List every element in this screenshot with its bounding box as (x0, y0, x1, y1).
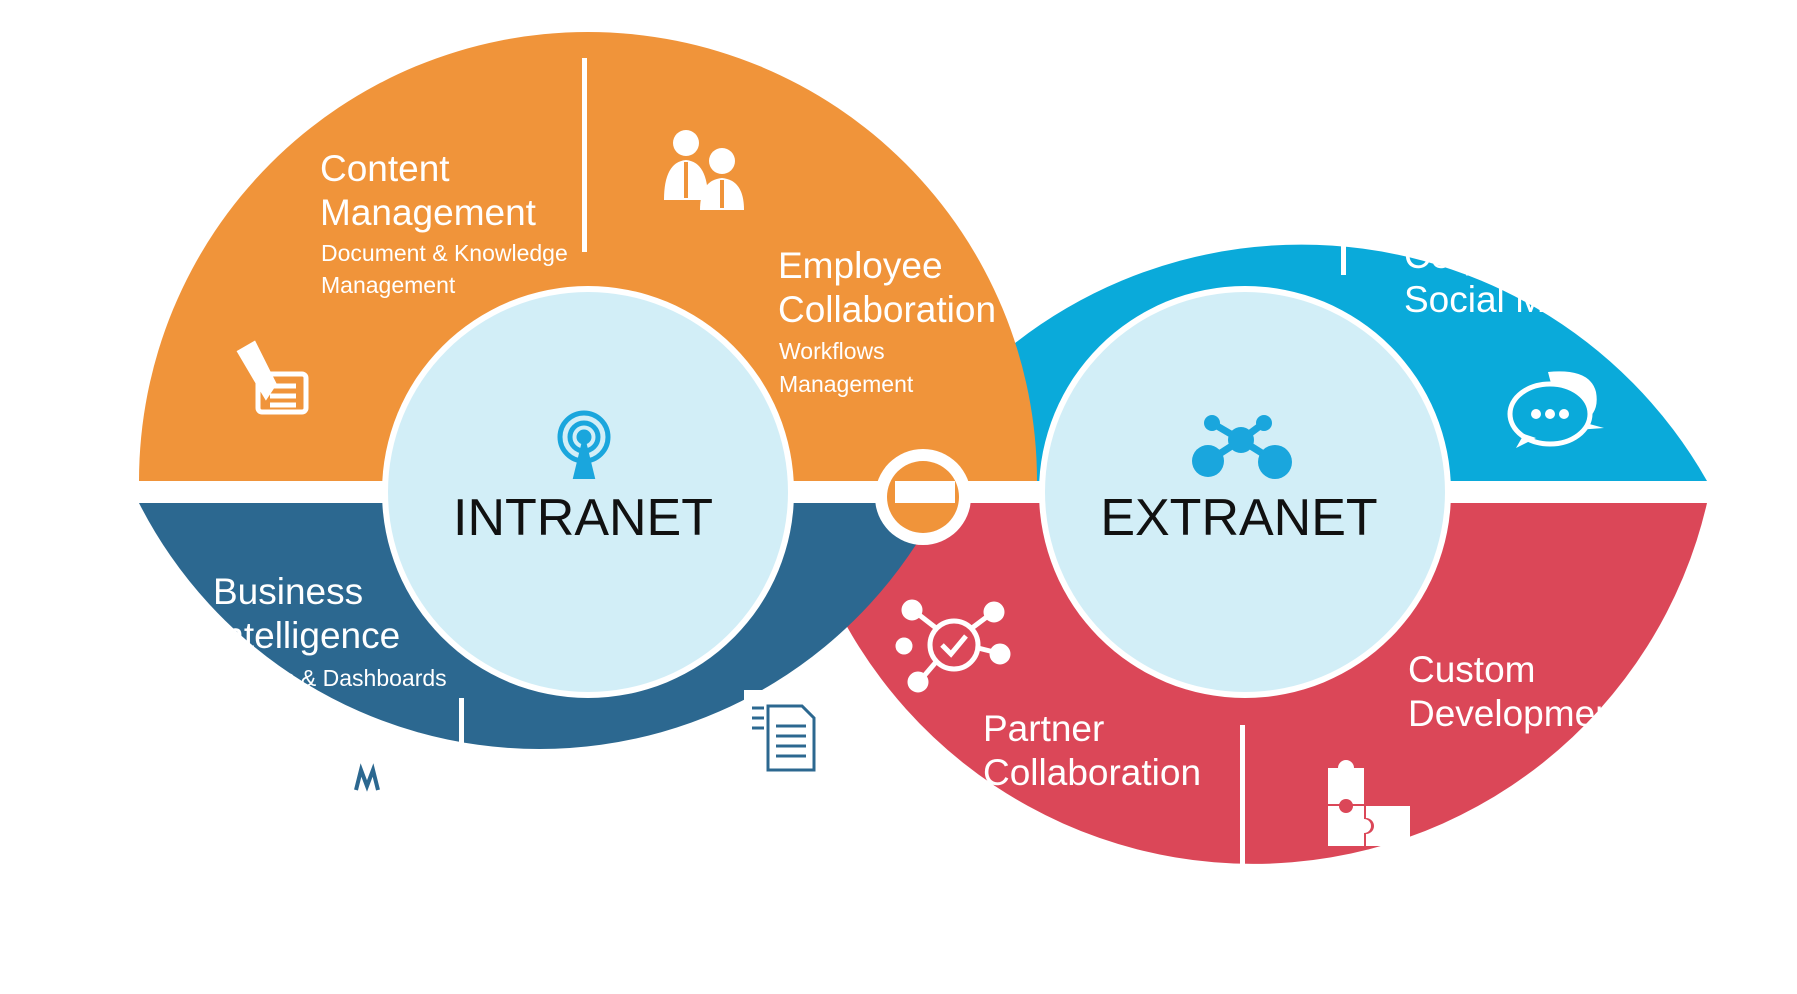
custom-development-title-2: Development (1408, 693, 1627, 734)
hub-check-icon (895, 599, 1011, 693)
puzzle-icon (1328, 760, 1410, 846)
custom-development-title-1: Custom (1408, 649, 1535, 690)
content-management-title-1: Content (320, 148, 450, 189)
documents-icon (744, 690, 816, 772)
segment-partner-collaboration: Partner Collaboration (895, 599, 1201, 793)
websites-portals-title-2: Portals (1122, 162, 1237, 203)
extranet-divider-bottom (1240, 725, 1245, 925)
partner-collaboration-title-1: Partner (983, 708, 1104, 749)
business-intelligence-sub-1: Reports & Dashboards (214, 665, 447, 691)
people-icon (664, 130, 744, 210)
segment-employee-collaboration: Employee Collaboration Workflows Managem… (664, 130, 996, 397)
content-management-sub-2: Management (321, 272, 456, 298)
intranet-divider-bottom (459, 698, 464, 892)
intranet-divider-top (582, 58, 587, 252)
www-text: www (1067, 229, 1148, 267)
extranet-hub: EXTRANET (1039, 286, 1451, 698)
employee-collaboration-sub-2: Management (779, 371, 914, 397)
segment-custom-development: Custom Development (1328, 649, 1627, 846)
chat-bubbles-icon (1507, 371, 1604, 448)
content-management-sub-1: Document & Knowledge (321, 240, 568, 266)
globe-icon (1014, 222, 1062, 270)
segment-corporate-social-media: Corporate Social Media (1404, 235, 1616, 448)
business-intelligence-title-1: Business (213, 571, 363, 612)
corporate-social-media-title-2: Social Media (1404, 279, 1616, 320)
business-intelligence-title-2: Intelligence (213, 615, 400, 656)
puzzle-connector (875, 449, 971, 545)
segment-websites-portals: Websites & Portals www (1014, 118, 1309, 270)
network-nodes-icon (1192, 415, 1292, 479)
segment-business-intelligence: Business Intelligence Reports & Dashboar… (213, 571, 447, 826)
intranet-segment-top (139, 32, 1037, 481)
document-management-title-2: Management (530, 814, 747, 855)
extranet-divider-top (1341, 80, 1346, 275)
websites-portals-title-1: Websites & (1122, 118, 1309, 159)
intranet-circle (125, 32, 1037, 892)
intranet-hub: INTRANET (382, 286, 794, 698)
segment-document-management: Document Management (530, 690, 816, 855)
employee-collaboration-sub-1: Workflows (779, 338, 885, 364)
extranet-title: EXTRANET (1100, 489, 1377, 547)
corporate-social-media-title-1: Corporate (1404, 235, 1569, 276)
pen-document-icon (236, 340, 309, 415)
employee-collaboration-title-1: Employee (778, 245, 943, 286)
broadcast-tower-icon (557, 410, 611, 479)
lightbulb-icon (340, 756, 394, 826)
intranet-title: INTRANET (453, 489, 713, 547)
segment-content-management: Content Management Document & Knowledge … (236, 148, 568, 415)
partner-collaboration-title-2: Collaboration (983, 752, 1201, 793)
employee-collaboration-title-2: Collaboration (778, 289, 996, 330)
content-management-title-2: Management (320, 192, 537, 233)
document-management-title-1: Document (530, 770, 699, 811)
